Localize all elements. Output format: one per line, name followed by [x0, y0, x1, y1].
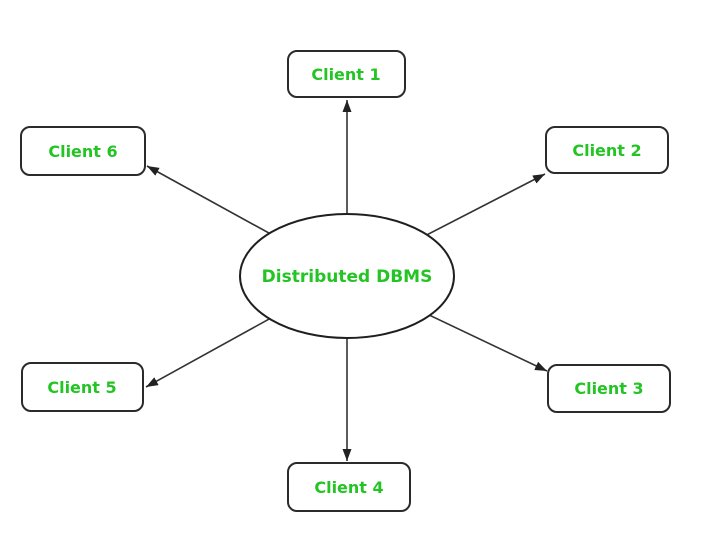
- client-4-label: Client 4: [314, 478, 383, 497]
- distributed-dbms-ellipse: [239, 213, 455, 339]
- client-1-node: Client 1: [287, 50, 406, 98]
- client-5-label: Client 5: [47, 378, 116, 397]
- client-6-label: Client 6: [48, 142, 117, 161]
- client-2-label: Client 2: [572, 141, 641, 160]
- client-5-box: [21, 362, 144, 412]
- client-2-box: [545, 126, 669, 174]
- client-3-box: [547, 364, 671, 413]
- client-6-box: [20, 126, 146, 176]
- client-6-node: Client 6: [20, 126, 146, 176]
- client-3-node: Client 3: [547, 364, 671, 413]
- center-node: Distributed DBMS: [239, 213, 455, 339]
- client-1-label: Client 1: [311, 65, 380, 84]
- client-2-node: Client 2: [545, 126, 669, 174]
- client-3-label: Client 3: [574, 379, 643, 398]
- center-node-label: Distributed DBMS: [262, 267, 433, 287]
- client-5-node: Client 5: [21, 362, 144, 412]
- client-4-node: Client 4: [287, 462, 411, 512]
- client-1-box: [287, 50, 406, 98]
- client-4-box: [287, 462, 411, 512]
